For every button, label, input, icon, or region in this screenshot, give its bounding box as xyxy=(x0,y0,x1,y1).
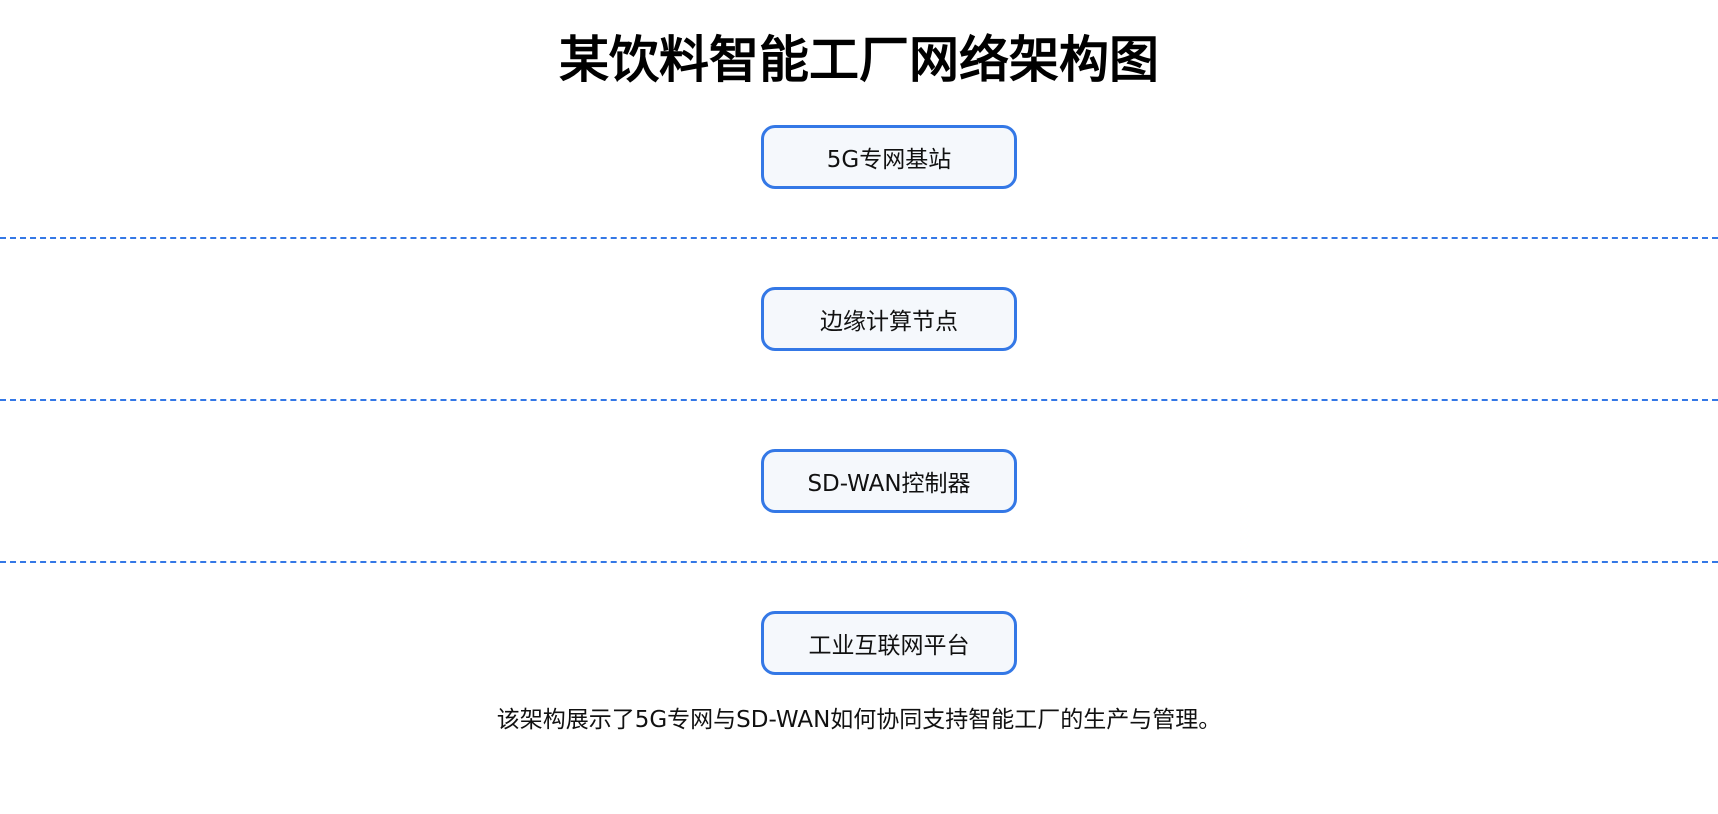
node-5g-base-station: 5G专网基站 xyxy=(761,125,1017,189)
node-edge-computing: 边缘计算节点 xyxy=(761,287,1017,351)
node-label: 边缘计算节点 xyxy=(820,309,958,335)
node-label: SD-WAN控制器 xyxy=(807,471,971,497)
layer-divider-3 xyxy=(0,561,1718,563)
diagram-title: 某饮料智能工厂网络架构图 xyxy=(559,31,1159,89)
layer-divider-2 xyxy=(0,399,1718,401)
layer-divider-1 xyxy=(0,237,1718,239)
node-industrial-internet-platform: 工业互联网平台 xyxy=(761,611,1017,675)
node-sdwan-controller: SD-WAN控制器 xyxy=(761,449,1017,513)
node-label: 5G专网基站 xyxy=(826,147,952,173)
diagram-caption: 该架构展示了5G专网与SD-WAN如何协同支持智能工厂的生产与管理。 xyxy=(496,707,1222,733)
node-label: 工业互联网平台 xyxy=(808,633,970,659)
